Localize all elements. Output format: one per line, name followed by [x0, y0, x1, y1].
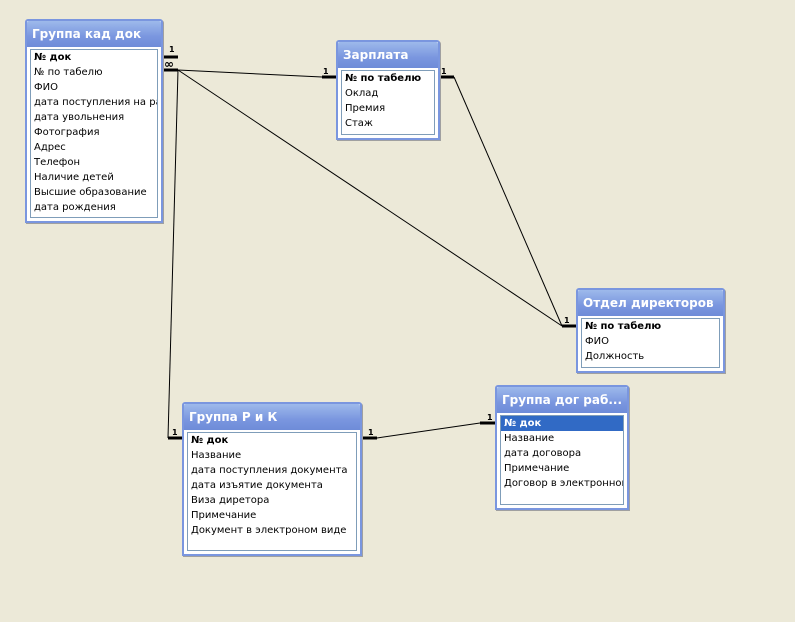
cardinality-one-label: 1 [323, 67, 329, 76]
field-primary-key[interactable]: № по табелю [345, 73, 422, 84]
relationship-zarplata-otdel[interactable] [438, 75, 563, 327]
field-list[interactable]: № док Название дата договора Примечание … [500, 415, 624, 505]
relationship-kad-rk[interactable] [167, 69, 183, 440]
cardinality-many-label: ∞ [164, 57, 174, 71]
field-item[interactable]: Примечание [191, 510, 257, 521]
table-gruppa-kad-dok[interactable]: Группа кад док № док № по табелю ФИО дат… [25, 19, 163, 223]
field-item[interactable]: Фотография [34, 127, 100, 138]
table-title[interactable]: Зарплата [338, 42, 438, 68]
relationship-kad-otdel[interactable] [177, 69, 578, 328]
field-item[interactable]: дата поступления документа [191, 465, 348, 476]
field-item[interactable]: Виза диретора [191, 495, 270, 506]
table-title[interactable]: Группа кад док [27, 21, 161, 47]
field-item[interactable]: Стаж [345, 118, 373, 129]
field-item[interactable]: Примечание [504, 463, 570, 474]
field-item[interactable]: Наличие детей [34, 172, 114, 183]
field-list[interactable]: № док Название дата поступления документ… [187, 432, 357, 551]
field-item[interactable]: Адрес [34, 142, 66, 153]
table-title[interactable]: Группа Р и К [184, 404, 360, 430]
field-item[interactable]: Название [504, 433, 555, 444]
field-item[interactable]: ФИО [585, 336, 609, 347]
field-list[interactable]: № по табелю ФИО Должность [581, 318, 720, 368]
field-item[interactable]: Оклад [345, 88, 379, 99]
field-item[interactable]: дата поступления на раб [34, 97, 158, 108]
cardinality-one-label: 1 [368, 428, 374, 437]
field-primary-key-selected[interactable]: № док [501, 416, 623, 431]
field-list[interactable]: № по табелю Оклад Премия Стаж [341, 70, 435, 135]
table-gruppa-r-i-k[interactable]: Группа Р и К № док Название дата поступл… [182, 402, 362, 556]
field-item[interactable]: дата увольнения [34, 112, 125, 123]
relationship-rk-dog[interactable] [362, 421, 496, 440]
table-title[interactable]: Отдел директоров [578, 290, 723, 316]
field-item[interactable]: дата изъятие документа [191, 480, 323, 491]
cardinality-one-label: 1 [172, 428, 178, 437]
field-item[interactable]: № по табелю [34, 67, 103, 78]
cardinality-one-label: 1 [487, 413, 493, 422]
field-item[interactable]: Телефон [34, 157, 81, 168]
table-title[interactable]: Группа дог раб... [497, 387, 627, 413]
table-zarplata[interactable]: Зарплата № по табелю Оклад Премия Стаж [336, 40, 440, 140]
field-primary-key[interactable]: № док [34, 52, 72, 63]
field-item[interactable]: Премия [345, 103, 386, 114]
field-item[interactable]: Должность [585, 351, 645, 362]
field-primary-key[interactable]: № док [191, 435, 229, 446]
cardinality-one-label: 1 [441, 67, 447, 76]
field-item[interactable]: Договор в электронном [504, 478, 624, 489]
field-item[interactable]: Высшие образование [34, 187, 147, 198]
table-gruppa-dog-rab[interactable]: Группа дог раб... № док Название дата до… [495, 385, 629, 510]
table-otdel-direktorov[interactable]: Отдел директоров № по табелю ФИО Должнос… [576, 288, 725, 373]
field-item[interactable]: дата договора [504, 448, 582, 459]
field-item[interactable]: Документ в электроном виде [191, 525, 347, 536]
field-item[interactable]: Название [191, 450, 242, 461]
cardinality-one-label: 1 [564, 316, 570, 325]
field-item[interactable]: ФИО [34, 82, 58, 93]
cardinality-one-label: 1 [169, 45, 175, 54]
field-list[interactable]: № док № по табелю ФИО дата поступления н… [30, 49, 158, 218]
field-item[interactable]: дата рождения [34, 202, 116, 213]
field-primary-key[interactable]: № по табелю [585, 321, 662, 332]
relationship-kad-zarplata[interactable] [163, 68, 338, 79]
